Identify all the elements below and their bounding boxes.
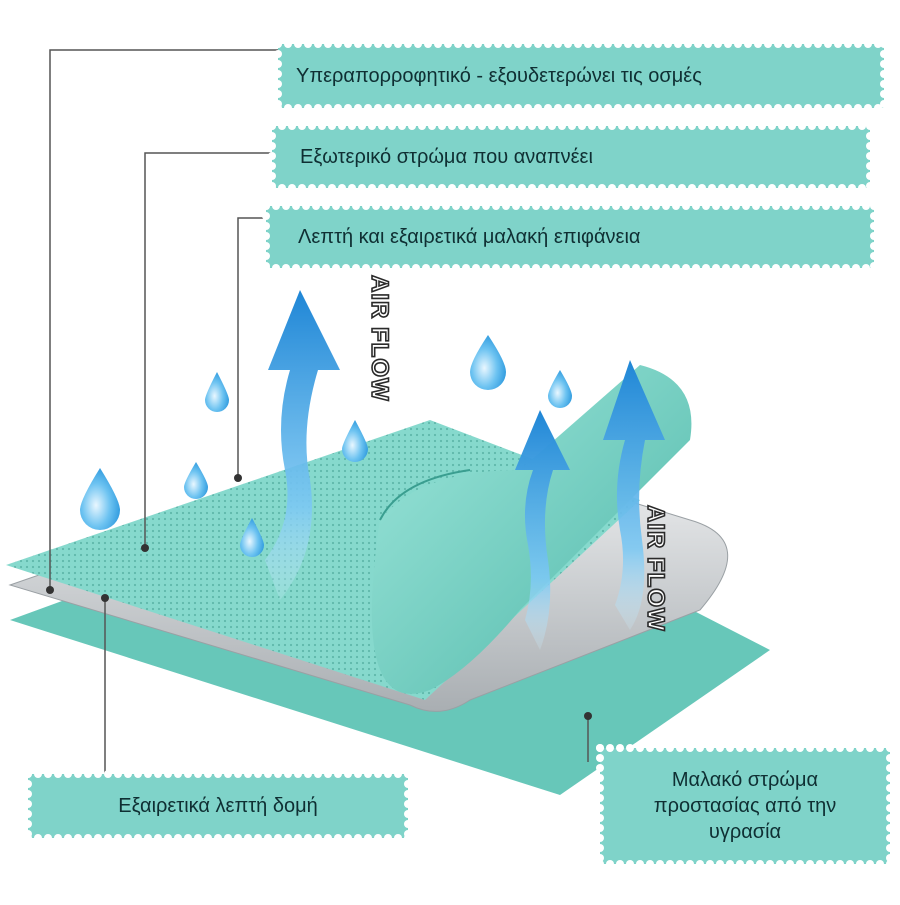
box-ultrathin-structure: [28, 774, 408, 838]
roll-edge: [379, 469, 471, 521]
water-drop-icon: [342, 420, 368, 462]
label-text: Λεπτή και εξαιρετικά μαλακή επιφάνεια: [298, 226, 641, 248]
label-text: Εξωτερικό στρώμα που αναπνέει: [300, 146, 593, 168]
water-drop-icon: [548, 370, 572, 408]
air-arrow-icon: [603, 360, 665, 630]
water-drop-icon: [470, 335, 506, 390]
label-text: Εξαιρετικά λεπτή δομή: [118, 795, 318, 817]
scallop-edge: [268, 122, 874, 192]
label-text-line2: προστασίας από την: [653, 795, 837, 817]
air-arrow-icon: [515, 410, 570, 650]
scallop-edge: [274, 40, 888, 112]
water-drop-icon: [205, 372, 229, 412]
label-boxes: [24, 40, 894, 868]
airflow-text-left: AIR FLOW: [366, 275, 393, 402]
water-drop-icon: [240, 518, 264, 557]
label-text: Υπεραπορροφητικό - εξουδετερώνει τις οσμ…: [296, 65, 702, 87]
box-soft-surface: [266, 206, 874, 268]
water-drops: [80, 335, 572, 557]
label-ultrathin-structure: Εξαιρετικά λεπτή δομή: [32, 778, 404, 834]
box-moisture-protection: [600, 748, 890, 864]
label-soft-surface: Λεπτή και εξαιρετικά μαλακή επιφάνεια: [270, 210, 898, 264]
box-superabsorbent: [278, 44, 884, 108]
leader-dots: [46, 474, 592, 720]
airflow-text-right: AIR FLOW: [642, 505, 669, 632]
label-text-line3: υγρασία: [708, 821, 782, 843]
label-breathable-outer: Εξωτερικό στρώμα που αναπνέει: [276, 130, 890, 184]
label-moisture-protection: Μαλακό στρώμα προστασίας από την υγρασία: [604, 752, 886, 860]
scallop-edge: [262, 202, 878, 272]
air-arrow-icon: [265, 290, 340, 600]
water-drop-icon: [80, 468, 120, 530]
label-text-line1: Μαλακό στρώμα: [671, 769, 819, 791]
scallop-edge: [24, 770, 412, 842]
leader-lines: [49, 49, 589, 790]
label-superabsorbent: Υπεραπορροφητικό - εξουδετερώνει τις οσμ…: [282, 48, 894, 104]
box-breathable-outer: [272, 126, 870, 188]
scallop-edge: [596, 744, 894, 868]
water-drop-icon: [184, 462, 208, 499]
